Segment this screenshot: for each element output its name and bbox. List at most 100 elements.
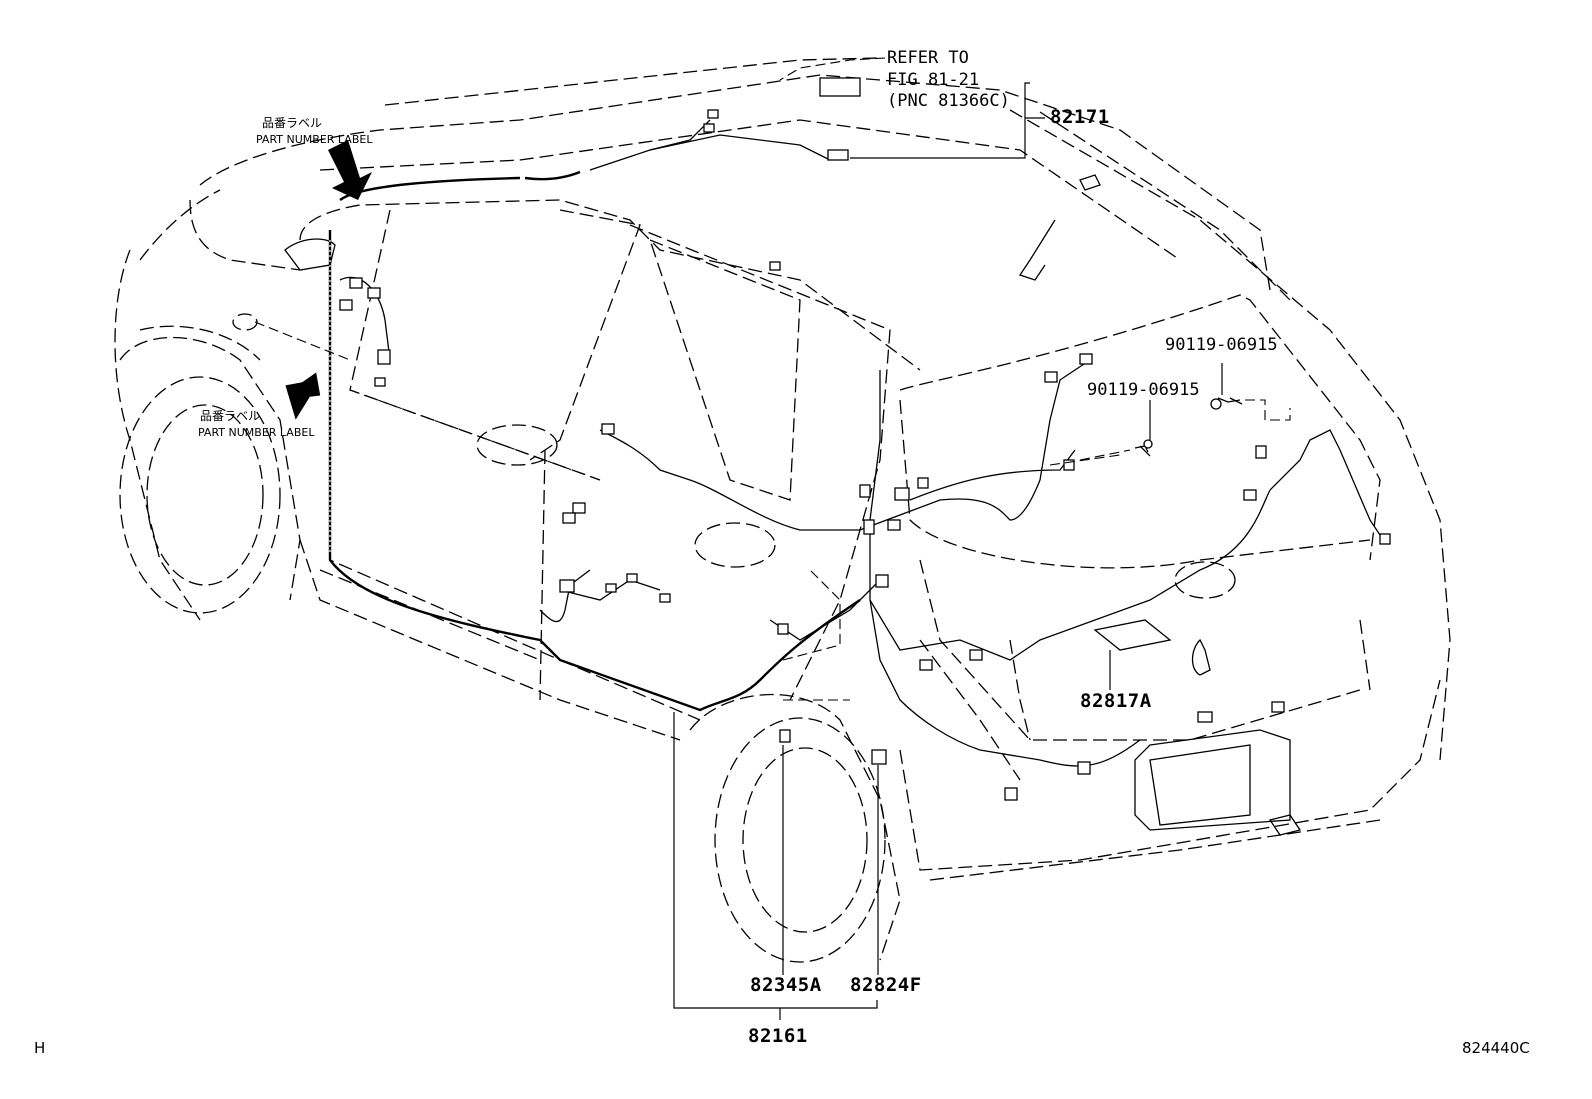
wheel-connector-82345A [779,729,791,743]
door-connector-4 [626,573,638,583]
bolt-head-b [1143,439,1153,449]
license-plate-recess [1134,729,1291,831]
part-82824F-label[interactable]: 82824F [850,974,922,996]
plate-light-connector [1197,711,1213,723]
harness-roof-branch [589,119,711,171]
hatch-window-top [899,294,1381,561]
quarter-connector-4 [887,519,901,531]
rear-connector-1 [919,659,933,671]
leader-82171-bracket [850,82,1030,159]
harness-hatch-branch [869,489,1271,661]
license-plate-inner [1149,744,1251,826]
rear-door-leading-edge [539,449,546,701]
diagram-id: 824440C [1462,1039,1530,1057]
fig-reference-label[interactable]: FIG 81-21 [887,70,980,90]
part-82817A-label[interactable]: 82817A [1080,690,1152,712]
side-mirror [284,238,336,271]
rear-door-emblem-oval [694,522,776,568]
hatch-emblem-oval [1174,561,1236,599]
roof-connector-1 [707,109,719,119]
quarter-connector-6 [875,574,889,588]
part-number-label-en-1: PART NUMBER LABEL [256,133,373,146]
roof-rear-line [1039,111,1291,301]
hatch-connector-4 [1255,445,1267,459]
hatch-handle-recess [1191,638,1211,676]
bolt-90119-06915-label-2[interactable]: 90119-06915 [1087,380,1200,400]
front-fender-line [139,325,261,361]
side-emblem-oval [476,424,558,466]
footer-left-code: H [34,1039,46,1057]
leader-bolt-2-dashed [1079,449,1131,461]
pillar-connector-1 [349,277,363,289]
front-door-opening [329,230,701,721]
quarter-connector-2 [894,487,910,501]
connector-82171 [827,149,849,161]
label-plate-82817A [1093,619,1172,651]
part-82345A-label[interactable]: 82345A [750,974,822,996]
hatch-window-bottom [899,399,1371,569]
part-number-label-en-2: PART NUMBER LABEL [198,426,315,439]
leader-hatch-dashed [1049,454,1121,466]
part-82171-label[interactable]: 82171 [1050,106,1110,128]
part-number-label-jp-2: 品番ラベル [200,409,261,423]
rear-window-glass [649,239,801,501]
harness-crossing [599,359,1091,531]
bolt-90119-06915-label-1[interactable]: 90119-06915 [1165,335,1278,355]
rear-bumper [899,679,1441,871]
ecu-module [819,77,861,97]
harness-floor-left [328,230,861,712]
rear-wheel-outer [714,717,886,963]
door-connector-1 [572,502,586,514]
rear-wheel-inner [742,747,868,933]
front-bumper-top [139,189,221,261]
roof-clip [1079,174,1101,191]
door-connector-5 [605,583,617,593]
leader-bolt-1-dashed [1245,399,1291,421]
hatch-connector-1 [1044,371,1058,383]
pnc-reference-label: (PNC 81366C) [887,91,1010,111]
roof-front-edge [384,57,881,106]
door-connector-6 [659,593,671,603]
roof-inner-line [319,119,1181,261]
hatch-connector-2 [1079,353,1093,365]
arrow-part-label-1 [328,140,372,200]
upper-door-clip [769,261,781,271]
rear-connector-4 [1077,761,1091,775]
b-pillar [529,209,641,461]
harness-pillar-branch [339,276,391,361]
arrow-part-label-2 [285,372,321,420]
front-wheel-inner [146,404,264,586]
front-left-outline [114,249,201,621]
b-pillar-connector [601,423,615,435]
front-wheel-outer [119,376,281,614]
c-pillar [629,224,891,701]
tow-hook-cover [1268,814,1302,836]
hatch-connector-3 [1063,459,1075,471]
hatch-right-side [1359,619,1371,691]
harness-hatch-right [1269,429,1381,536]
pillar-connector-2 [367,287,381,299]
harness-door-connector [539,569,591,623]
refer-to-label: REFER TO [887,48,969,68]
bolt-90119-a [1217,397,1243,405]
harness-hatch-top [909,449,1076,501]
part-82161-label[interactable]: 82161 [748,1025,808,1047]
rear-quarter-line [919,639,1021,781]
pillar-connector-3 [339,299,353,311]
rear-connector-2 [969,649,983,661]
pillar-connector-4 [377,349,391,365]
upper-door-frame [299,199,921,371]
plate-light-connector-2 [1271,701,1285,713]
leader-82345A-dashed [782,569,850,701]
roof-connector-2 [703,123,715,133]
hood-line [189,199,301,271]
harness-roof-to-ecu [649,134,831,161]
door-connector-3 [559,579,575,593]
leader-fuel-lid [254,321,351,361]
fuel-lid [232,313,258,331]
hatch-connector-6 [1379,533,1391,545]
wheel-connector-1 [777,623,789,635]
harness-rear-quarter [869,370,1141,767]
